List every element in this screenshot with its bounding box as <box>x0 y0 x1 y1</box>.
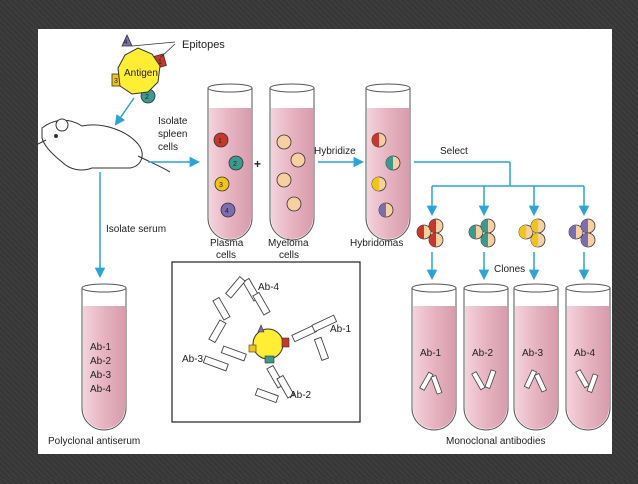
isolate-serum-label: Isolate serum <box>106 224 166 235</box>
antigen-antibody-box: Ab-4 Ab-1 Ab-2 Ab-3 <box>171 261 361 423</box>
clone-cluster-3 <box>518 218 546 248</box>
mouse-illustration <box>37 118 171 173</box>
monoclonal-tube-3: Ab-3 <box>513 283 559 431</box>
svg-text:cells: cells <box>216 250 236 261</box>
monoclonal-label: Monoclonal antibodies <box>446 436 546 447</box>
myeloma-cells-tube <box>269 83 315 241</box>
svg-text:Ab-3: Ab-3 <box>522 348 544 359</box>
epitope-4-marker <box>121 34 133 47</box>
select-arrows <box>414 161 590 217</box>
polyclonal-label: Polyclonal antiserum <box>48 436 140 447</box>
svg-text:Isolate: Isolate <box>158 116 188 127</box>
epitope-2-number: 2 <box>145 94 149 101</box>
svg-text:cells: cells <box>158 142 178 153</box>
epitope-3-number: 3 <box>114 78 118 85</box>
epitopes-label: Epitopes <box>182 39 225 51</box>
svg-text:Myeloma: Myeloma <box>268 238 309 249</box>
svg-text:1: 1 <box>218 138 222 145</box>
monoclonal-tube-2: Ab-2 <box>463 283 509 431</box>
svg-text:Ab-2: Ab-2 <box>472 348 494 359</box>
antigen-group: 4 1 3 2 Antigen Epitopes <box>111 34 225 104</box>
clone-cluster-2 <box>468 218 496 248</box>
svg-text:Ab-1: Ab-1 <box>420 348 442 359</box>
hybridomas-tube <box>365 83 411 241</box>
epitope-1-number: 1 <box>158 59 162 66</box>
box-ab3-label: Ab-3 <box>182 354 204 365</box>
plus-sign: + <box>254 157 261 171</box>
svg-text:Ab-4: Ab-4 <box>90 384 112 395</box>
plasma-cells-label: Plasma cells <box>210 238 244 261</box>
myeloma-cells-label: Myeloma cells <box>268 238 309 261</box>
monoclonal-tube-4: Ab-4 <box>565 283 611 431</box>
box-ab4-label: Ab-4 <box>258 282 280 293</box>
monoclonal-tube-1: Ab-1 <box>411 283 457 431</box>
polyclonal-tube: Ab-1 Ab-2 Ab-3 Ab-4 <box>81 283 127 431</box>
svg-text:Ab-3: Ab-3 <box>90 370 112 381</box>
hybridomas-label: Hybridomas <box>350 238 403 249</box>
select-label: Select <box>440 146 468 157</box>
svg-text:2: 2 <box>233 161 237 168</box>
epitope-4-number: 4 <box>124 40 128 46</box>
clones-label: Clones <box>494 264 525 275</box>
svg-text:Ab-4: Ab-4 <box>574 348 596 359</box>
svg-text:cells: cells <box>279 250 299 261</box>
isolate-spleen-label: Isolate spleen cells <box>158 116 188 153</box>
svg-text:Ab-1: Ab-1 <box>90 342 112 353</box>
svg-text:Ab-2: Ab-2 <box>90 356 112 367</box>
svg-text:Plasma: Plasma <box>210 238 244 249</box>
box-ab2-label: Ab-2 <box>290 390 312 401</box>
antigen-shape <box>117 47 161 95</box>
clone-cluster-1 <box>416 218 444 248</box>
plasma-cells-tube: 1 2 3 4 <box>207 83 253 241</box>
box-ab1-label: Ab-1 <box>330 324 352 335</box>
svg-text:3: 3 <box>219 182 223 189</box>
clone-arrows <box>426 252 590 281</box>
clone-cluster-4 <box>568 218 596 248</box>
svg-text:spleen: spleen <box>158 129 187 140</box>
svg-text:4: 4 <box>225 208 229 215</box>
antigen-label: Antigen <box>124 68 158 79</box>
hybridize-label: Hybridize <box>314 146 356 157</box>
